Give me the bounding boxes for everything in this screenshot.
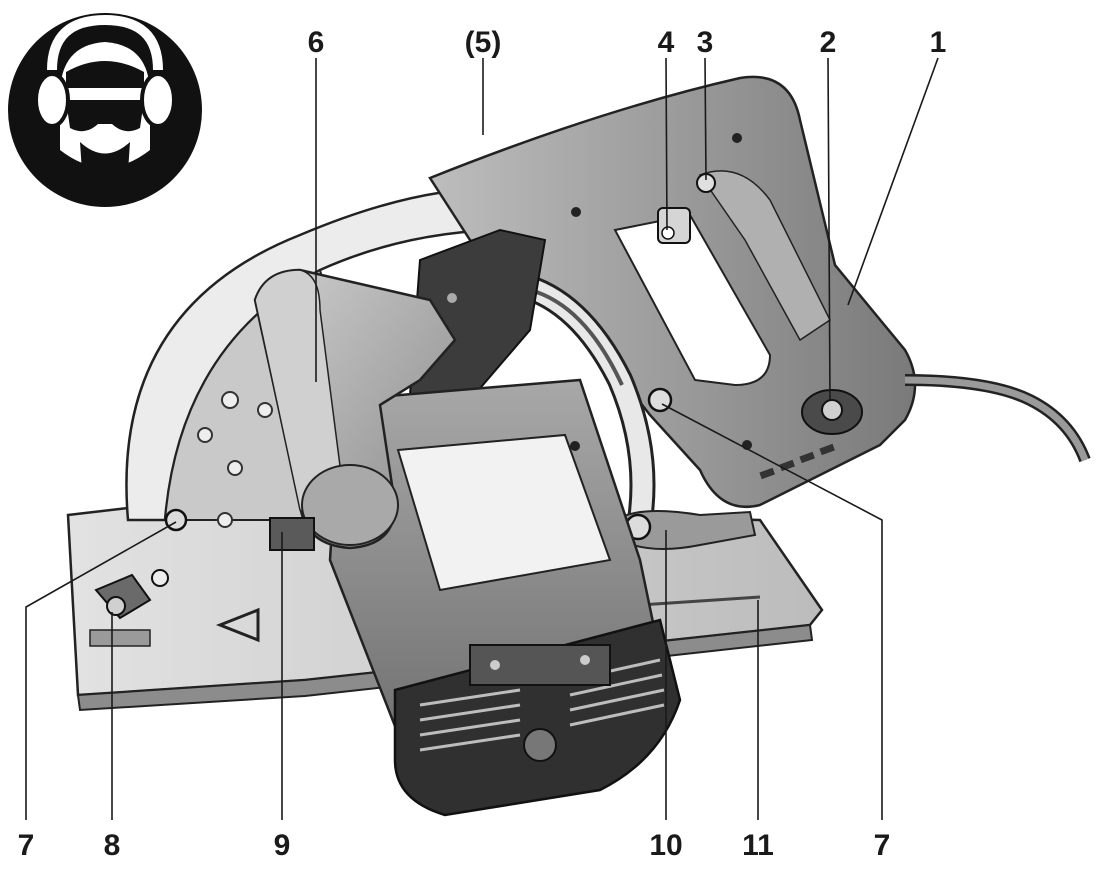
ear-and-eye-protection-icon <box>8 13 202 207</box>
callout-11: 11 <box>742 829 774 862</box>
leader-3 <box>704 57 707 181</box>
upper-housing <box>428 75 1091 509</box>
callout-1: 1 <box>930 26 947 59</box>
auxiliary-handle <box>253 268 457 550</box>
motor-housing <box>328 378 682 817</box>
callout-9: 9 <box>274 829 291 862</box>
leader-4 <box>665 57 668 231</box>
callout-5: (5) <box>465 26 502 59</box>
callout-3: 3 <box>697 26 714 59</box>
leader-2 <box>827 57 831 401</box>
callout-4: 4 <box>658 26 675 59</box>
callout-7-right: 7 <box>874 829 891 862</box>
callout-2: 2 <box>820 26 837 59</box>
callout-7-left: 7 <box>18 829 35 862</box>
leader-7-left <box>25 521 177 820</box>
callout-labels: 1 2 3 4 (5) 6 7 8 9 10 11 7 <box>18 26 947 862</box>
callout-8: 8 <box>104 829 121 862</box>
parallel-guide-parts <box>94 508 315 620</box>
leader-lines <box>25 57 939 820</box>
leader-7-right <box>661 403 883 820</box>
callout-10: 10 <box>649 829 682 862</box>
leader-1 <box>847 57 939 306</box>
callout-6: 6 <box>308 26 325 59</box>
bevel-scale <box>516 272 757 550</box>
